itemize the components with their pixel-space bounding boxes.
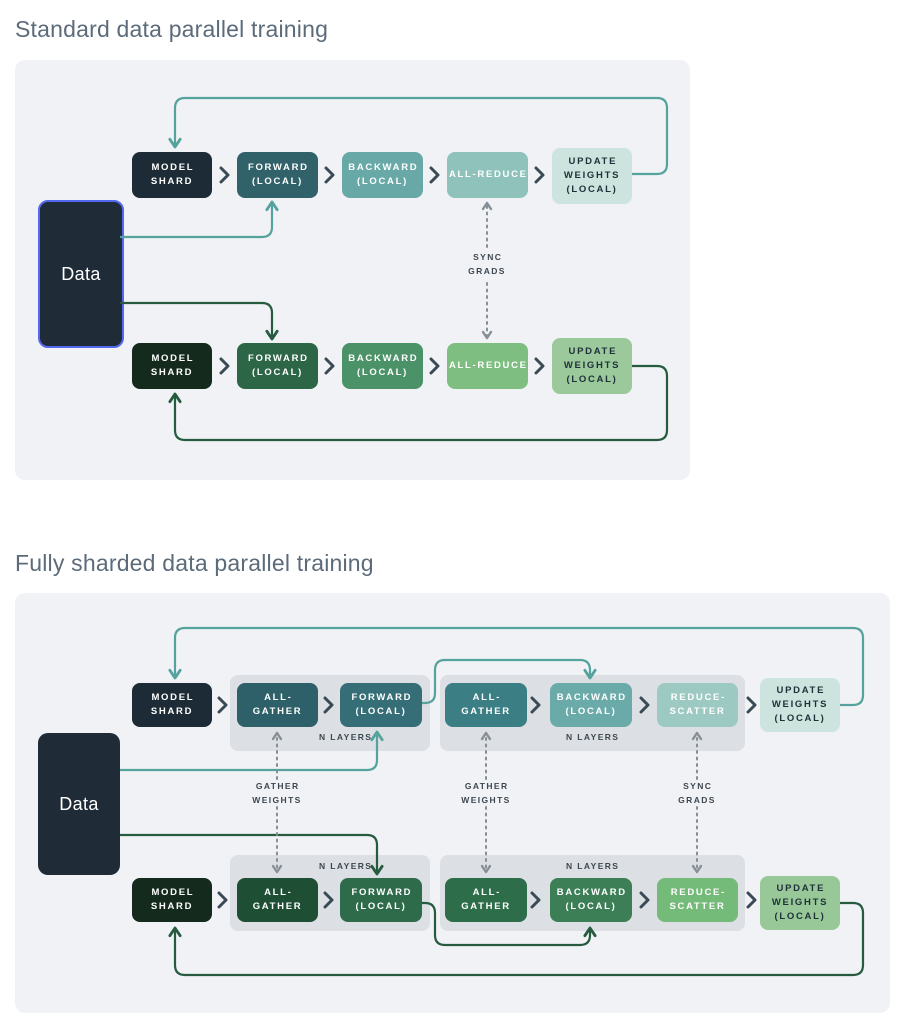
chevron-right-icon bbox=[324, 357, 335, 375]
data-to-forward-row2-arrow bbox=[120, 301, 279, 341]
forward-local-row2: FORWARD (LOCAL) bbox=[237, 343, 318, 389]
chevron-right-icon bbox=[534, 357, 545, 375]
chevron-right-icon bbox=[746, 696, 757, 714]
section1-title: Standard data parallel training bbox=[15, 16, 329, 42]
sync-grads-label: SYNC GRADS bbox=[468, 252, 506, 277]
chevron-right-icon bbox=[746, 891, 757, 909]
reduce-scatter-row2: REDUCE- SCATTER bbox=[657, 878, 738, 922]
update-weights-row1: UPDATE WEIGHTS (LOCAL) bbox=[552, 148, 632, 204]
backward-local-row1: BACKWARD (LOCAL) bbox=[342, 152, 423, 198]
chevron-right-icon bbox=[530, 696, 541, 714]
chevron-right-icon bbox=[429, 166, 440, 184]
data-box: Data bbox=[38, 733, 120, 875]
chevron-right-icon bbox=[324, 166, 335, 184]
model-shard-row2: MODEL SHARD bbox=[132, 343, 212, 389]
backward-local-row2: BACKWARD (LOCAL) bbox=[342, 343, 423, 389]
data-to-forward-row1-arrow bbox=[120, 200, 279, 239]
chevron-right-icon bbox=[534, 166, 545, 184]
chevron-right-icon bbox=[219, 357, 230, 375]
standard-dp-panel: Data MODEL SHARD FORWARD (LOCAL) BACKWAR… bbox=[15, 60, 690, 480]
gather-weights-label-2: GATHER WEIGHTS bbox=[461, 781, 511, 806]
all-gather-2-row1: ALL- GATHER bbox=[445, 683, 527, 727]
reduce-scatter-row1: REDUCE- SCATTER bbox=[657, 683, 738, 727]
forward-local-row2: FORWARD (LOCAL) bbox=[340, 878, 422, 922]
forward-local-row1: FORWARD (LOCAL) bbox=[340, 683, 422, 727]
n-layers-label: N LAYERS bbox=[318, 861, 373, 871]
n-layers-label: N LAYERS bbox=[318, 732, 373, 742]
sync-grads-label: SYNC GRADS bbox=[678, 781, 716, 806]
n-layers-label: N LAYERS bbox=[565, 732, 620, 742]
chevron-right-icon bbox=[429, 357, 440, 375]
chevron-right-icon bbox=[639, 696, 650, 714]
backward-local-row2: BACKWARD (LOCAL) bbox=[550, 878, 632, 922]
all-reduce-row1: ALL-REDUCE bbox=[447, 152, 528, 198]
chevron-right-icon bbox=[323, 891, 334, 909]
gather-weights-label-1: GATHER WEIGHTS bbox=[252, 781, 302, 806]
chevron-right-icon bbox=[639, 891, 650, 909]
chevron-right-icon bbox=[217, 891, 228, 909]
all-gather-1-row2: ALL- GATHER bbox=[237, 878, 318, 922]
n-layers-label: N LAYERS bbox=[565, 861, 620, 871]
update-weights-row1: UPDATE WEIGHTS (LOCAL) bbox=[760, 678, 840, 732]
chevron-right-icon bbox=[219, 166, 230, 184]
model-shard-row1: MODEL SHARD bbox=[132, 152, 212, 198]
section2-title: Fully sharded data parallel training bbox=[15, 550, 374, 576]
update-weights-row2: UPDATE WEIGHTS (LOCAL) bbox=[552, 338, 632, 394]
forward-local-row1: FORWARD (LOCAL) bbox=[237, 152, 318, 198]
all-reduce-row2: ALL-REDUCE bbox=[447, 343, 528, 389]
all-gather-2-row2: ALL- GATHER bbox=[445, 878, 527, 922]
data-box: Data bbox=[38, 200, 124, 348]
update-weights-row2: UPDATE WEIGHTS (LOCAL) bbox=[760, 876, 840, 930]
chevron-right-icon bbox=[323, 696, 334, 714]
chevron-right-icon bbox=[530, 891, 541, 909]
model-shard-row2: MODEL SHARD bbox=[132, 878, 212, 922]
fsdp-panel: Data N LAYERS N LAYERS N LAYERS N LAYERS… bbox=[15, 593, 890, 1013]
backward-local-row1: BACKWARD (LOCAL) bbox=[550, 683, 632, 727]
all-gather-1-row1: ALL- GATHER bbox=[237, 683, 318, 727]
model-shard-row1: MODEL SHARD bbox=[132, 683, 212, 727]
chevron-right-icon bbox=[217, 696, 228, 714]
